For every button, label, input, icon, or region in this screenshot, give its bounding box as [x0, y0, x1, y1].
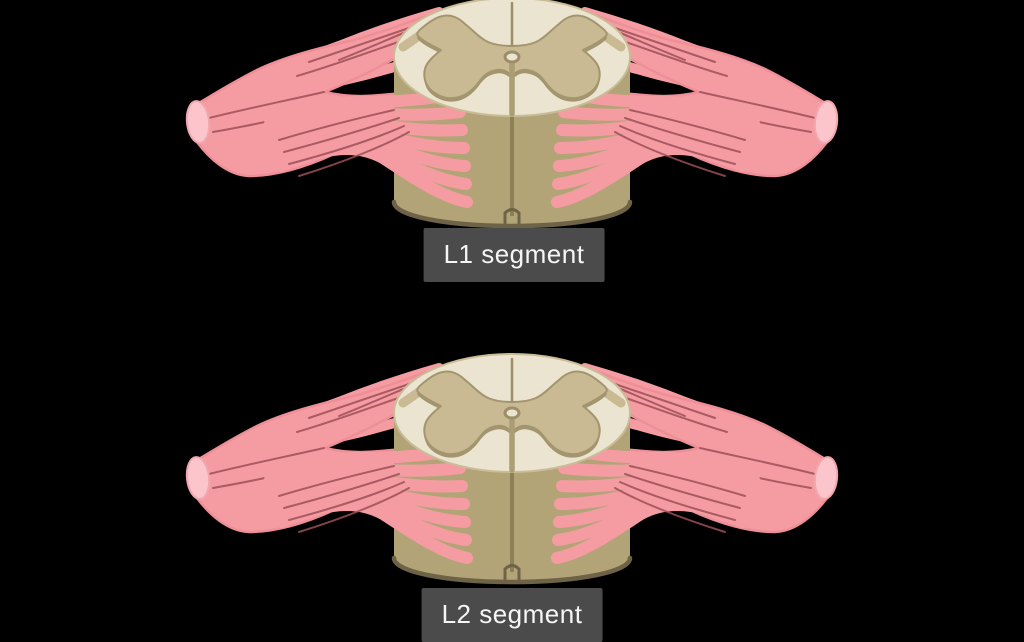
l1-segment-illustration	[185, 0, 839, 226]
l1-segment-label: L1 segment	[423, 228, 605, 282]
l2-segment-label: L2 segment	[421, 588, 603, 642]
l2-segment-illustration	[185, 354, 839, 582]
